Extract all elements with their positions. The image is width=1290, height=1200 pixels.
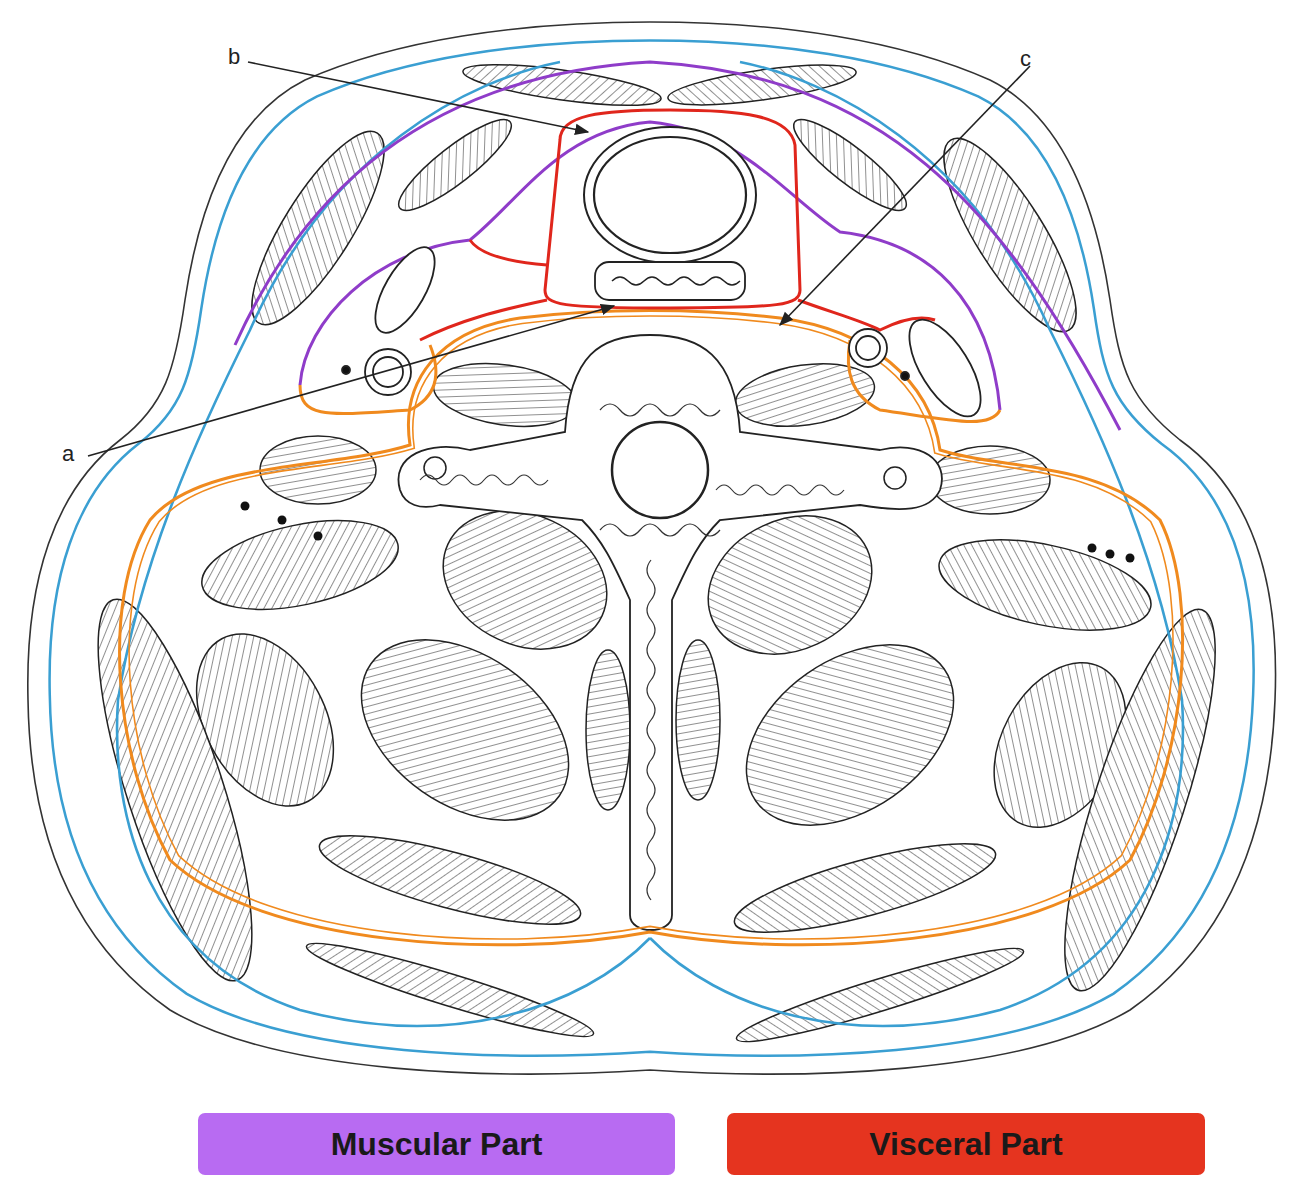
legend-entry: Muscular Part xyxy=(198,1113,675,1175)
nerve-root xyxy=(314,532,323,541)
prevertebral-fascia-line xyxy=(120,311,1183,945)
legend-entry: Visceral Part xyxy=(727,1113,1205,1175)
viscera xyxy=(584,127,756,300)
spinal-canal xyxy=(612,422,708,518)
trapezius-muscle xyxy=(302,931,598,1049)
transverse-foramen xyxy=(424,457,446,479)
sternohyoid-muscle xyxy=(461,56,663,114)
jugular-vein xyxy=(896,309,995,428)
vagus-nerve xyxy=(901,372,909,380)
vagus-nerve xyxy=(342,366,350,374)
visceral-fascia-line xyxy=(545,110,800,308)
semispinalis-muscle xyxy=(713,608,987,863)
scalene-muscle xyxy=(260,436,376,504)
carotid-sheath xyxy=(342,238,994,427)
leader-line xyxy=(88,306,614,456)
prevertebral-fascia xyxy=(120,311,1183,945)
investing-fascia-line xyxy=(50,40,1254,1055)
semispinalis-muscle xyxy=(328,603,602,858)
nerve-root xyxy=(1126,554,1135,563)
visceral-fascia-line xyxy=(470,240,547,265)
legend-label: Muscular Part xyxy=(198,1113,675,1175)
splenius-muscle xyxy=(312,818,587,942)
trapezius-muscle xyxy=(732,936,1028,1054)
cervical-vertebra xyxy=(398,335,941,930)
transverse-foramen xyxy=(884,467,906,489)
scalene-muscle xyxy=(194,505,406,625)
nerve-roots xyxy=(241,502,1135,563)
callout-letter: c xyxy=(1020,48,1031,70)
prevertebral-fascia-line xyxy=(129,316,1173,939)
nerve-root xyxy=(1088,544,1097,553)
leader-line xyxy=(248,62,588,132)
venous-plexus xyxy=(647,560,655,900)
trapezius-muscle xyxy=(68,585,283,995)
nerve-root xyxy=(278,516,287,525)
venous-plexus xyxy=(420,404,844,536)
trachea xyxy=(584,127,756,263)
muscular-pretracheal-fascia xyxy=(235,62,1120,430)
carotid-artery xyxy=(849,329,887,367)
leader-line xyxy=(780,66,1030,325)
visceral-pretracheal-fascia xyxy=(420,110,935,340)
nerve-root xyxy=(241,502,250,511)
omohyoid-muscle xyxy=(389,108,521,223)
carotid-artery xyxy=(365,349,411,395)
carotid-artery xyxy=(373,357,403,387)
legend-label: Visceral Part xyxy=(727,1113,1205,1175)
longus-colli-muscle xyxy=(732,356,879,435)
trapezius-muscle xyxy=(1035,596,1244,1004)
trachea-lumen xyxy=(594,137,746,253)
multifidus-muscle xyxy=(676,640,720,800)
longus-colli-muscle xyxy=(430,355,581,434)
esophagus xyxy=(595,262,745,300)
muscular-fascia-line xyxy=(235,62,1120,430)
callout-letter: b xyxy=(228,46,240,68)
skin-outline xyxy=(28,22,1276,1074)
carotid-artery xyxy=(856,336,880,360)
jugular-vein xyxy=(364,238,447,341)
esophagus-lumen xyxy=(612,277,740,285)
scalene-muscle xyxy=(931,523,1159,646)
sternocleidomastoid-muscle xyxy=(922,122,1098,348)
visceral-fascia-line xyxy=(420,300,547,340)
investing-fascia xyxy=(50,40,1254,1055)
multifidus-muscle xyxy=(586,650,630,810)
nerve-root xyxy=(1106,550,1115,559)
vertebra-outline xyxy=(398,335,941,930)
carotid-sheath-line xyxy=(300,345,436,414)
callout-letter: a xyxy=(62,443,74,465)
leader-lines xyxy=(88,62,1030,456)
